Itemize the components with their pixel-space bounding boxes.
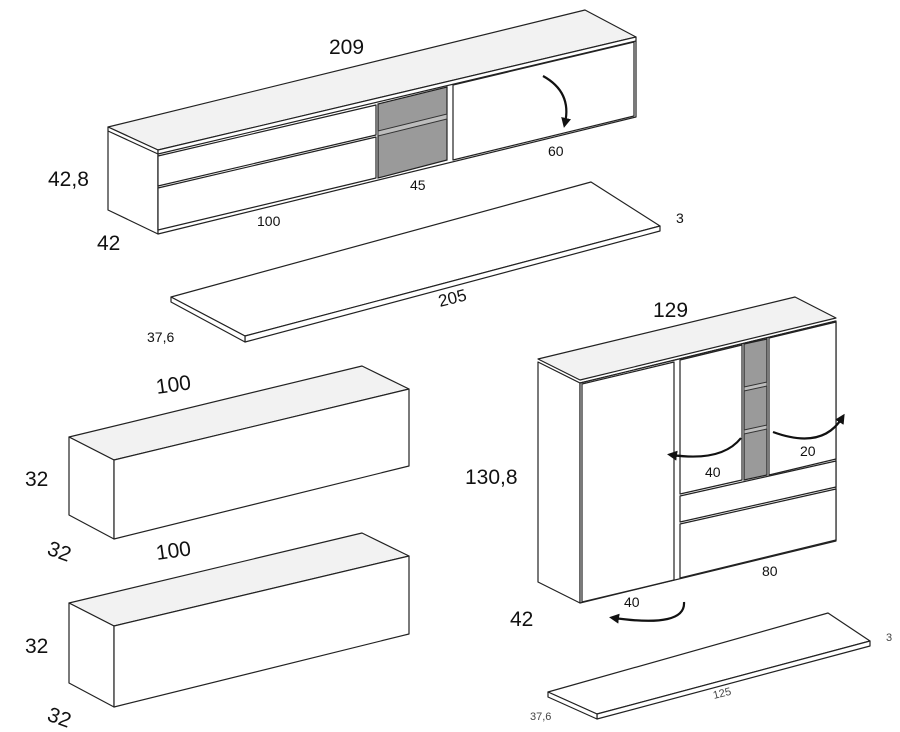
- top-unit-height-label: 42,8: [48, 168, 89, 191]
- inner-door-right-open-arrow: [772, 413, 845, 440]
- top-unit-depth-label: 42: [97, 232, 120, 255]
- top-unit-top-edge-front: [157, 40, 637, 155]
- box-two-depth-label: 32: [44, 703, 74, 732]
- tall-unit-niche-shelf-lower: [743, 424, 768, 435]
- short-shelf-thickness-label: 3: [886, 632, 892, 644]
- tall-unit-depth-label: 42: [510, 608, 533, 631]
- flap-door-open-arrow: [542, 75, 571, 128]
- box-two-height-label: 32: [25, 635, 48, 658]
- tall-unit-left-door: [581, 361, 675, 603]
- tall-unit: 129 130,8 42 40 40 20 80: [465, 296, 845, 631]
- short-shelf: 125 3 37,6: [530, 612, 892, 723]
- top-unit-open-niche: [377, 86, 448, 179]
- long-shelf-thickness-label: 3: [676, 210, 684, 226]
- short-shelf-side-edge: [547, 691, 598, 720]
- top-unit-width-label: 209: [329, 36, 364, 59]
- inner-door-left-open-arrow: [667, 437, 742, 461]
- box-one-depth-label: 32: [44, 537, 74, 567]
- long-shelf-side-edge: [170, 296, 246, 343]
- box-two-front: [113, 555, 410, 708]
- box-one-front: [113, 388, 410, 540]
- top-unit-drawer-upper: [157, 104, 377, 187]
- top-unit-top-edge: [107, 130, 159, 155]
- tall-unit-top: [537, 296, 837, 381]
- tall-unit-inner-door-left-width-label: 40: [705, 464, 721, 480]
- top-unit-door-width-label: 60: [548, 143, 564, 159]
- short-shelf-length-label: 125: [712, 686, 733, 702]
- tall-unit-inner-door-right-width-label: 20: [800, 443, 816, 459]
- tall-unit-left-door-width-label: 40: [624, 594, 640, 610]
- tall-unit-niche-shelf-upper: [743, 381, 768, 392]
- long-shelf-depth-label: 37,6: [147, 329, 174, 345]
- tall-unit-side: [537, 361, 581, 604]
- top-unit-niche-width-label: 45: [410, 177, 426, 193]
- tall-unit-drawer-upper: [679, 460, 837, 523]
- tall-unit-height-label: 130,8: [465, 466, 518, 489]
- wall-box-two: 100 32 32: [25, 532, 410, 732]
- tall-unit-drawer-lower: [679, 488, 837, 579]
- top-unit-drawer-width-label: 100: [257, 213, 281, 229]
- short-shelf-top: [547, 612, 871, 715]
- tall-unit-width-label: 129: [653, 299, 688, 322]
- tall-unit-drawer-width-label: 80: [762, 563, 778, 579]
- short-shelf-depth-label: 37,6: [530, 711, 551, 723]
- tall-unit-open-niche: [743, 338, 768, 481]
- top-unit-flap-door: [452, 41, 635, 161]
- wall-box-one: 100 32 32: [25, 365, 410, 567]
- long-shelf: 205 3 37,6: [147, 181, 684, 345]
- top-wall-unit: 209 42,8 42 100 45 60: [48, 9, 637, 255]
- box-one-height-label: 32: [25, 468, 48, 491]
- box-one-width-label: 100: [154, 371, 192, 399]
- top-unit-niche-shelf: [377, 113, 448, 137]
- left-door-open-arrow: [609, 601, 686, 624]
- tall-unit-top-edge: [579, 320, 837, 384]
- top-unit-drawer-lower: [157, 136, 377, 231]
- box-two-width-label: 100: [154, 537, 192, 565]
